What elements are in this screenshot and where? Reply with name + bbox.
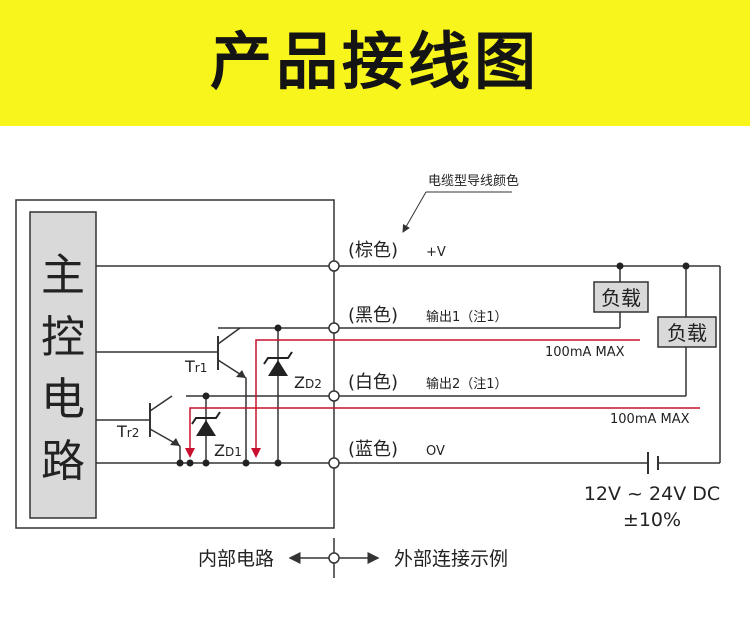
terminal-white [328,390,340,402]
supply-tolerance: ±10% [623,509,681,531]
wire-white-color: (白色) [348,372,398,393]
tr1-label: Tr1 [184,357,207,376]
zd1-triangle [196,420,216,436]
junction-dot [176,459,184,467]
zd2-label: ZD2 [294,373,322,392]
zd2-bar [263,351,293,365]
wire-white-label: 输出2（注1） [426,376,508,392]
terminal-brown [328,260,340,272]
current-path-output2 [189,407,700,452]
load-box-1 [593,281,649,313]
main-control-char-1: 主 [41,250,85,301]
page-title: 产品接线图 [209,25,540,98]
junction-dot [682,262,690,270]
cable-color-leader-arrow [402,191,427,233]
internal-circuit-box [15,199,335,529]
wire-black-color: (黑色) [348,305,398,326]
wire-brown-label: +V [426,245,446,260]
tr2-label: Tr2 [116,422,139,441]
current-max-output1: 100mA MAX [545,345,625,360]
load-box-2 [657,316,717,348]
wire-black-label: 输出1（注1） [426,309,508,325]
junction-dot [274,324,282,332]
terminal-black [328,322,340,334]
main-control-block [29,211,97,519]
junction-dot [202,459,210,467]
supply-voltage: 12V ~ 24V DC [584,483,720,505]
current-max-output2: 100mA MAX [610,412,690,427]
zd1-label: ZD1 [214,441,242,460]
junction-dot [202,392,210,400]
tr1-emitter-arrow [236,370,246,378]
wire-blue-label: OV [426,444,445,459]
boundary-marker-dot [328,552,340,564]
external-connection-label: 外部连接示例 [394,548,508,570]
tr2-emitter-arrow [170,438,180,446]
wire-blue-color: (蓝色) [348,439,398,460]
current-path-output1 [255,339,640,452]
main-control-char-3: 电 [41,374,85,425]
load-box-2-label: 负载 [667,321,707,345]
tr2-collector [149,395,173,412]
load-box-1-label: 负载 [601,286,641,310]
main-control-char-4: 路 [41,436,85,487]
zd2-triangle [268,360,288,376]
zd1-bar [191,411,221,425]
terminal-blue [328,457,340,469]
cable-color-note: 电缆型导线颜色 [428,173,519,189]
internal-circuit-label: 内部电路 [198,548,274,570]
tr1-collector [217,327,241,345]
title-banner: 产品接线图 [0,0,750,126]
junction-dot [274,459,282,467]
wire-brown-color: (棕色) [348,240,398,261]
junction-dot [616,262,624,270]
current-path-output2-arrow [185,448,195,458]
junction-dot [186,459,194,467]
main-control-char-2: 控 [41,312,85,363]
current-path-output1-arrow [251,448,261,458]
junction-dot [242,459,250,467]
